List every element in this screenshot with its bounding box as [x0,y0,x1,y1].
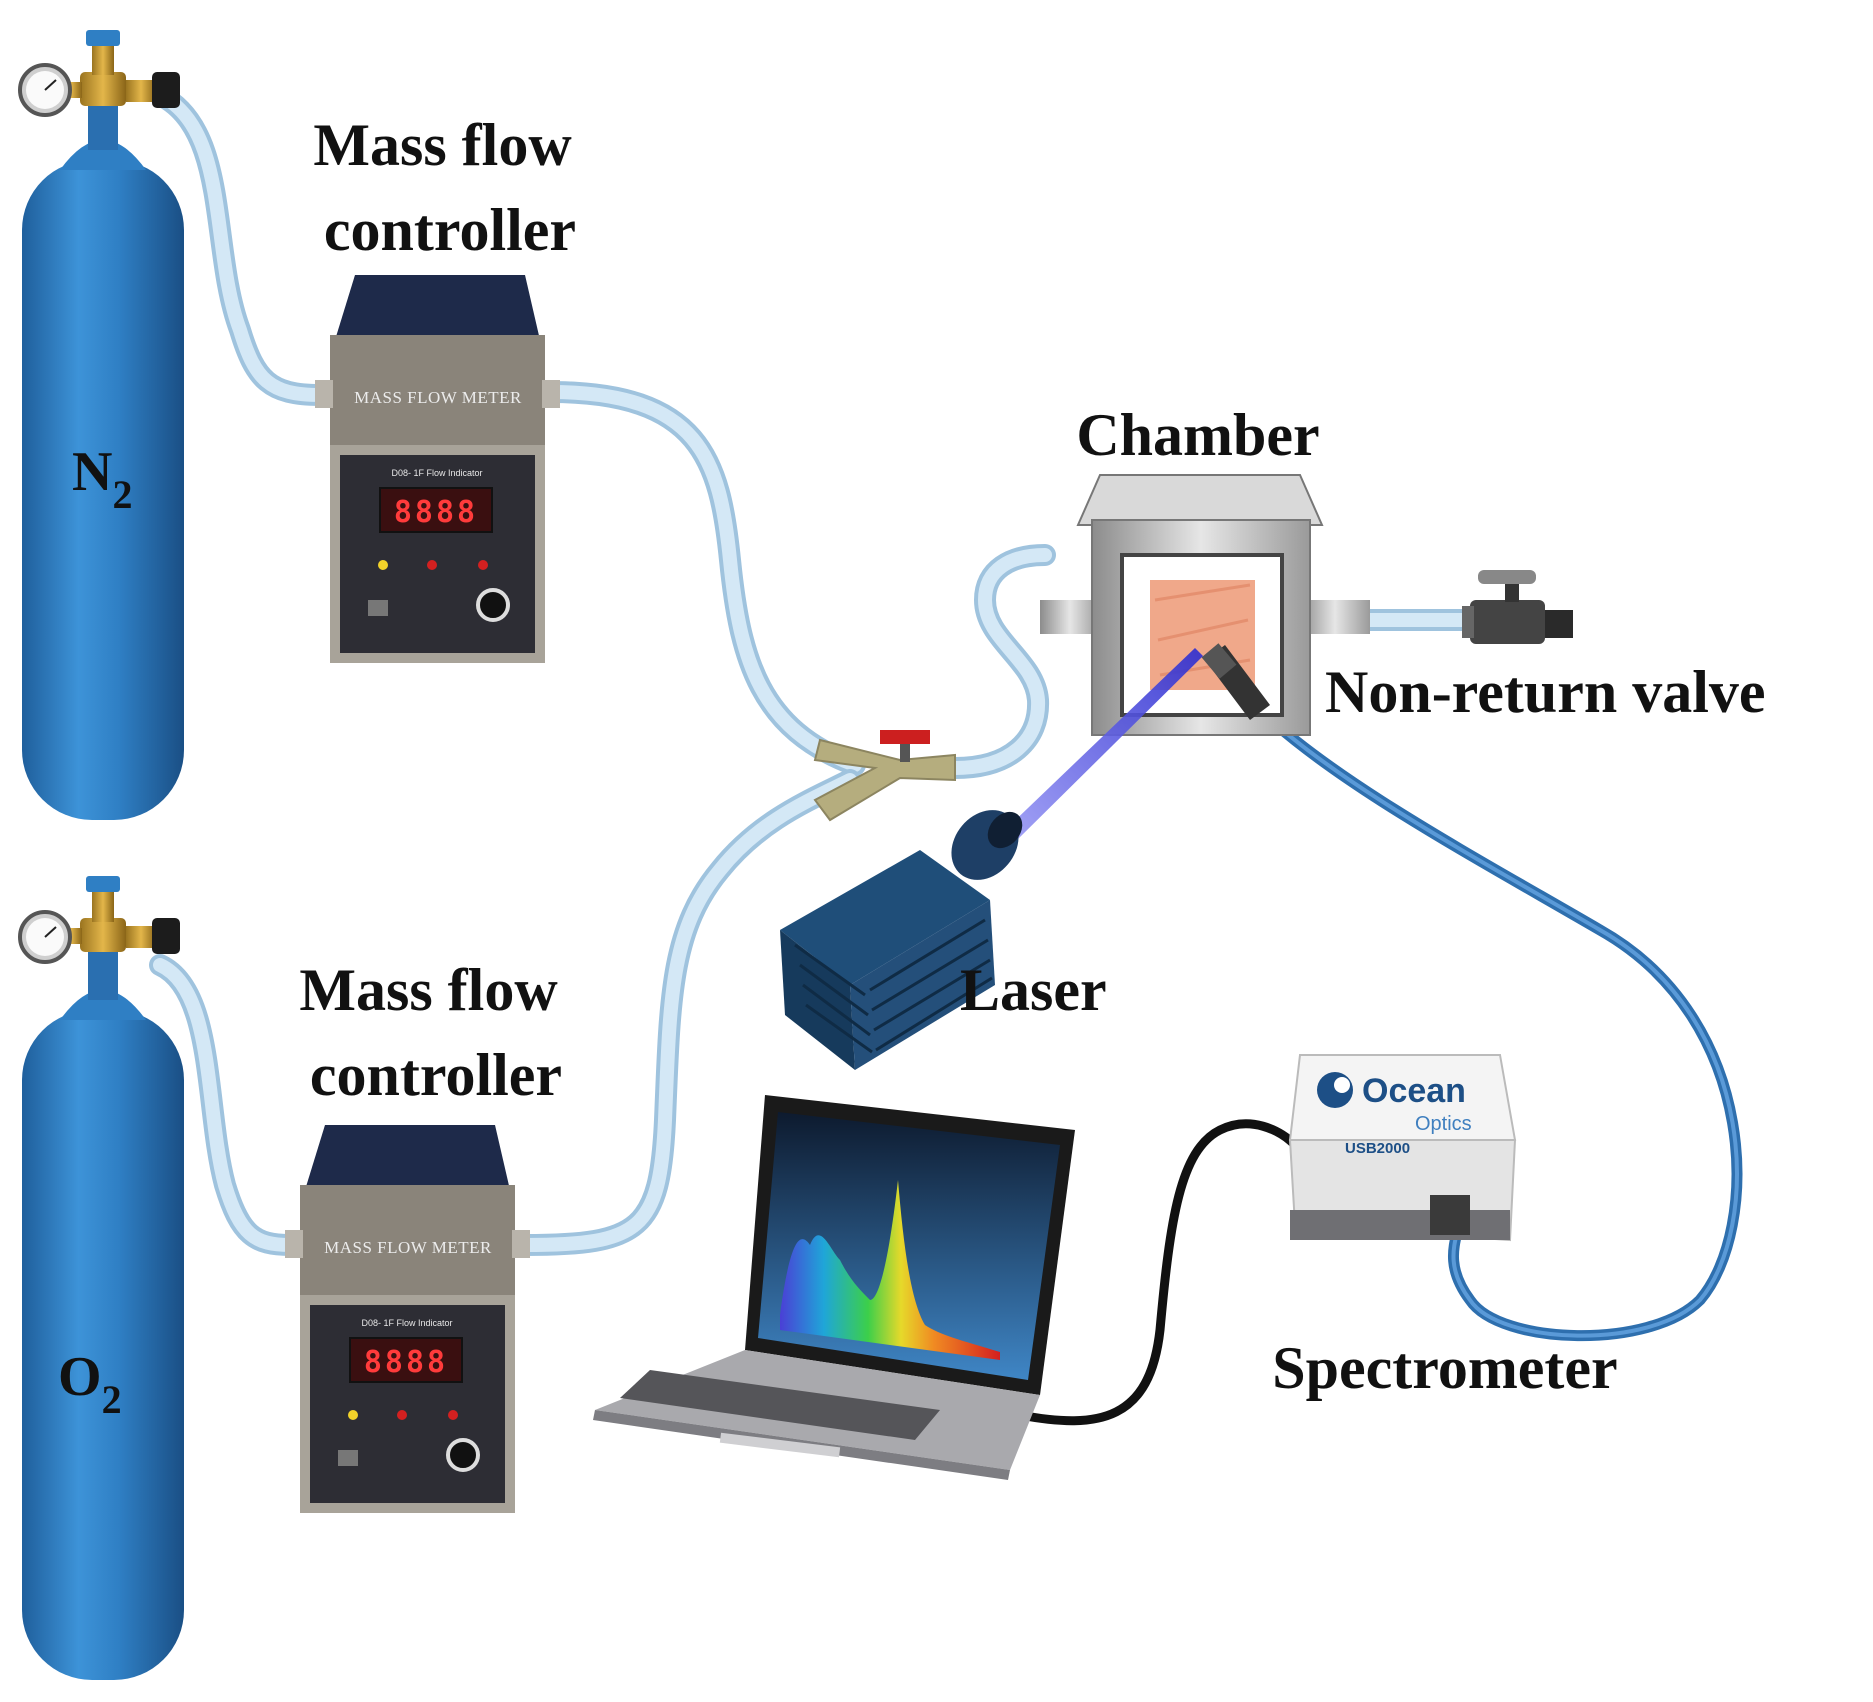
spectrometer-brand-ocean: Ocean [1362,1072,1466,1110]
laptop [593,1095,1075,1480]
spectrum-plot [780,1180,1000,1360]
spectrometer-device: Ocean Optics USB2000 [1288,1054,1517,1242]
non-return-valve-label: Non-return valve [1325,659,1766,725]
flow-indicator-label-bottom: D08- 1F Flow Indicator [361,1318,452,1328]
mfm-label-bottom: MASS FLOW METER [324,1238,492,1257]
cylinder-o2-label: O2 [58,1346,122,1422]
optical-fiber [1249,699,1743,1342]
usb-cable [1015,1119,1300,1426]
laser-beam [1005,648,1203,842]
laser-device [780,810,1023,1070]
mfc-top-label: Mass flow controller [313,112,586,263]
spectrometer-model: USB2000 [1345,1140,1410,1157]
mfm-label-top: MASS FLOW METER [354,388,522,407]
gas-tubing [149,84,1481,1256]
mass-flow-controller-top: MASS FLOW METER D08- 1F Flow Indicator 8… [315,275,560,663]
laser-label: Laser [960,957,1107,1023]
spectrometer-brand-optics: Optics [1415,1113,1472,1135]
non-return-valve [1462,570,1573,644]
chamber-label: Chamber [1076,402,1319,468]
display-digits-bottom: 8888 [364,1345,448,1380]
fiber-probe [1201,643,1270,720]
chamber [1040,474,1370,736]
gas-cylinder-o2 [18,876,184,1680]
flow-indicator-label-top: D08- 1F Flow Indicator [391,468,482,478]
display-digits-top: 8888 [394,495,478,530]
gas-cylinder-n2 [18,30,184,820]
mass-flow-controller-bottom: MASS FLOW METER D08- 1F Flow Indicator 8… [285,1125,530,1513]
y-junction-valve [813,730,956,822]
spectrometer-label: Spectrometer [1272,1335,1617,1401]
cylinder-n2-label: N2 [72,441,132,517]
mfc-bottom-label: Mass flow controller [299,957,572,1108]
